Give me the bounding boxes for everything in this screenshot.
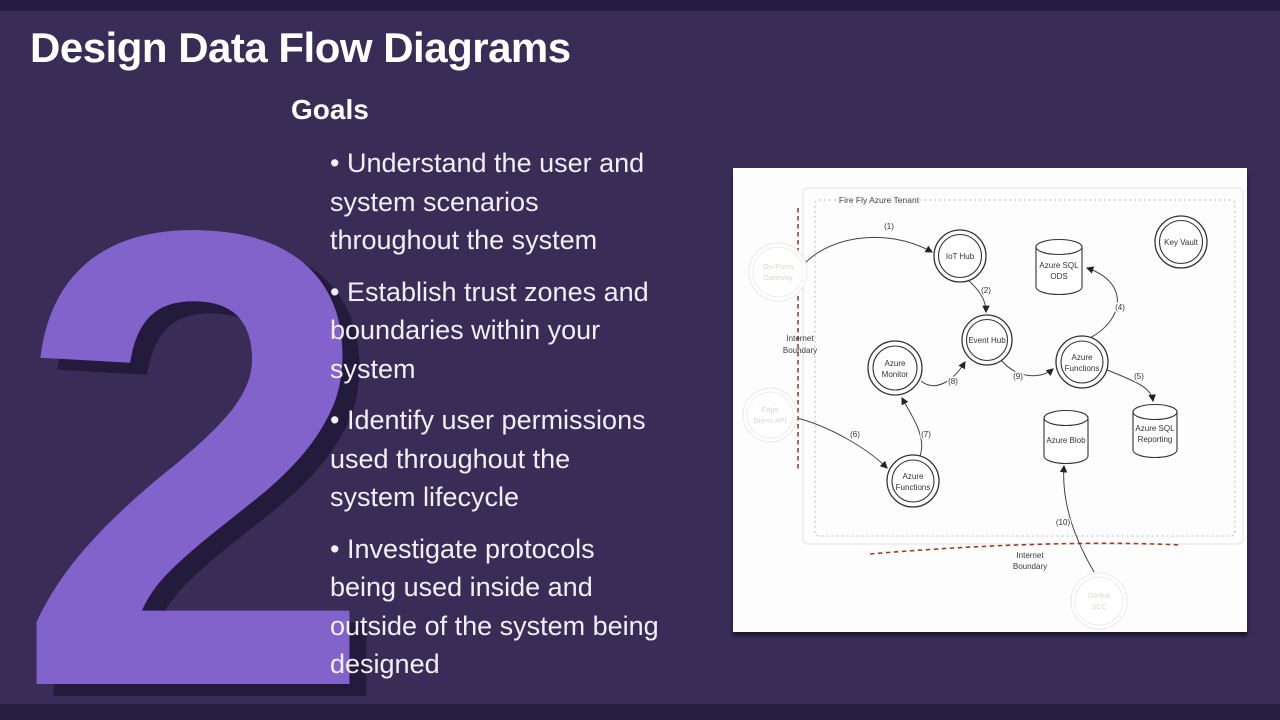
flow-arrow-1	[799, 236, 933, 270]
node-label: Event Hub	[968, 336, 1006, 345]
tenant-label: Fire Fly Azure Tenant	[839, 195, 920, 205]
bullet-text: being used inside and	[330, 572, 593, 602]
node-label: ODS	[1050, 272, 1067, 281]
flow-arrow-8	[920, 361, 966, 387]
flow-label: (9)	[1013, 372, 1023, 381]
flow-label: (10)	[1056, 518, 1071, 527]
external-entity-github-scc: GitHub SCC	[1070, 572, 1128, 630]
node-label: Functions	[1065, 364, 1100, 373]
flow-label: (1)	[884, 222, 894, 231]
internet-boundary-label: Internet	[786, 334, 814, 343]
top-letterbox-band	[0, 0, 1280, 11]
bullet-text: boundaries within your	[330, 315, 601, 345]
data-flow-diagram: Fire Fly Azure Tenant Internet Boundary …	[742, 187, 1244, 630]
internet-boundary-label: Boundary	[783, 346, 817, 355]
external-entity-edge-direct-api: Edge Direct API	[742, 387, 798, 443]
node-iot-hub: IoT Hub	[933, 229, 987, 283]
node-label: SCC	[1091, 602, 1107, 611]
node-label: Gateway	[763, 273, 793, 282]
flow-arrow-2	[965, 277, 990, 314]
bullet-text: outside of the system being	[330, 610, 659, 641]
flow-label: (7)	[921, 430, 931, 439]
datastore-azure-blob: Azure Blob	[1043, 409, 1089, 465]
bullet-text: Understand the user and	[346, 148, 645, 178]
flow-label: (8)	[948, 377, 958, 386]
goals-bullet-list: • Understand the user and system scenari…	[330, 144, 740, 697]
flow-label: (5)	[1134, 372, 1144, 381]
datastore-azure-sql-ods: Azure SQL ODS	[1035, 238, 1083, 296]
node-azure-functions-right: Azure Functions	[1055, 335, 1109, 389]
flow-arrow-6	[796, 417, 888, 469]
tenant-boundary-inner	[814, 199, 1236, 537]
bullet-text: system scenarios	[330, 186, 539, 217]
bullet-text: used throughout the	[330, 443, 571, 474]
bullet-icon: •	[330, 405, 340, 435]
node-label: Monitor	[882, 370, 909, 379]
goals-heading: Goals	[291, 94, 369, 125]
flow-arrow-7	[901, 397, 923, 457]
flow-label: (6)	[850, 430, 860, 439]
node-label: Direct API	[753, 416, 786, 425]
node-key-vault: Key Vault	[1154, 215, 1208, 269]
node-label: Functions	[896, 483, 931, 492]
node-event-hub: Event Hub	[961, 314, 1013, 366]
node-label: GitHub	[1087, 591, 1110, 600]
bullet-text: Establish trust zones and	[346, 276, 649, 307]
list-item: • Identify user permissions used through…	[330, 401, 740, 517]
page-title: Design Data Flow Diagrams	[30, 24, 571, 71]
bullet-icon: •	[330, 276, 340, 307]
bullet-text: Identify user permissions	[346, 405, 646, 435]
node-azure-monitor: Azure Monitor	[867, 340, 923, 396]
flow-label: (2)	[981, 286, 991, 295]
datastore-azure-sql-reporting: Azure SQL Reporting	[1132, 403, 1178, 459]
node-label: Azure	[1072, 353, 1093, 362]
bullet-text: designed	[330, 649, 440, 679]
bullet-icon: •	[330, 533, 340, 564]
bullet-text: Investigate protocols	[346, 533, 595, 564]
node-label: IoT Hub	[946, 252, 975, 261]
tenant-label-backdrop	[839, 194, 919, 206]
internet-boundary-line-bottom	[869, 542, 1182, 555]
node-label: Azure SQL	[1039, 261, 1079, 270]
flow-label: (4)	[1115, 303, 1125, 312]
flow-arrow-5	[1104, 368, 1156, 403]
list-item: • Understand the user and system scenari…	[330, 144, 740, 260]
section-number: 2	[14, 96, 376, 720]
node-label: Azure	[903, 472, 924, 481]
data-flow-diagram-panel: Fire Fly Azure Tenant Internet Boundary …	[733, 168, 1247, 632]
external-entity-on-prem-gateway: On-Prem Gateway	[748, 242, 808, 302]
node-label: Key Vault	[1164, 238, 1198, 247]
internet-boundary-label: Internet	[1016, 551, 1044, 560]
list-item: • Establish trust zones and boundaries w…	[330, 273, 740, 389]
bullet-text: system lifecycle	[330, 482, 520, 512]
list-item: • Investigate protocols being used insid…	[330, 530, 740, 684]
node-label: On-Prem	[763, 262, 793, 271]
node-label: Reporting	[1138, 435, 1173, 444]
node-label: Azure Blob	[1046, 436, 1086, 445]
bullet-icon: •	[330, 148, 340, 178]
node-label: Edge	[761, 405, 779, 414]
internet-boundary-label: Boundary	[1013, 562, 1047, 571]
node-azure-functions-bottom: Azure Functions	[886, 454, 940, 508]
node-label: Azure	[885, 359, 906, 368]
flow-arrow-10	[1059, 464, 1095, 573]
flow-arrow-4	[1085, 266, 1118, 339]
bullet-text: throughout the system	[330, 225, 598, 255]
bottom-letterbox-band	[0, 704, 1280, 720]
node-label: Azure SQL	[1135, 424, 1175, 433]
flow-arrow-9	[1000, 359, 1054, 377]
bullet-text: system	[330, 353, 416, 384]
